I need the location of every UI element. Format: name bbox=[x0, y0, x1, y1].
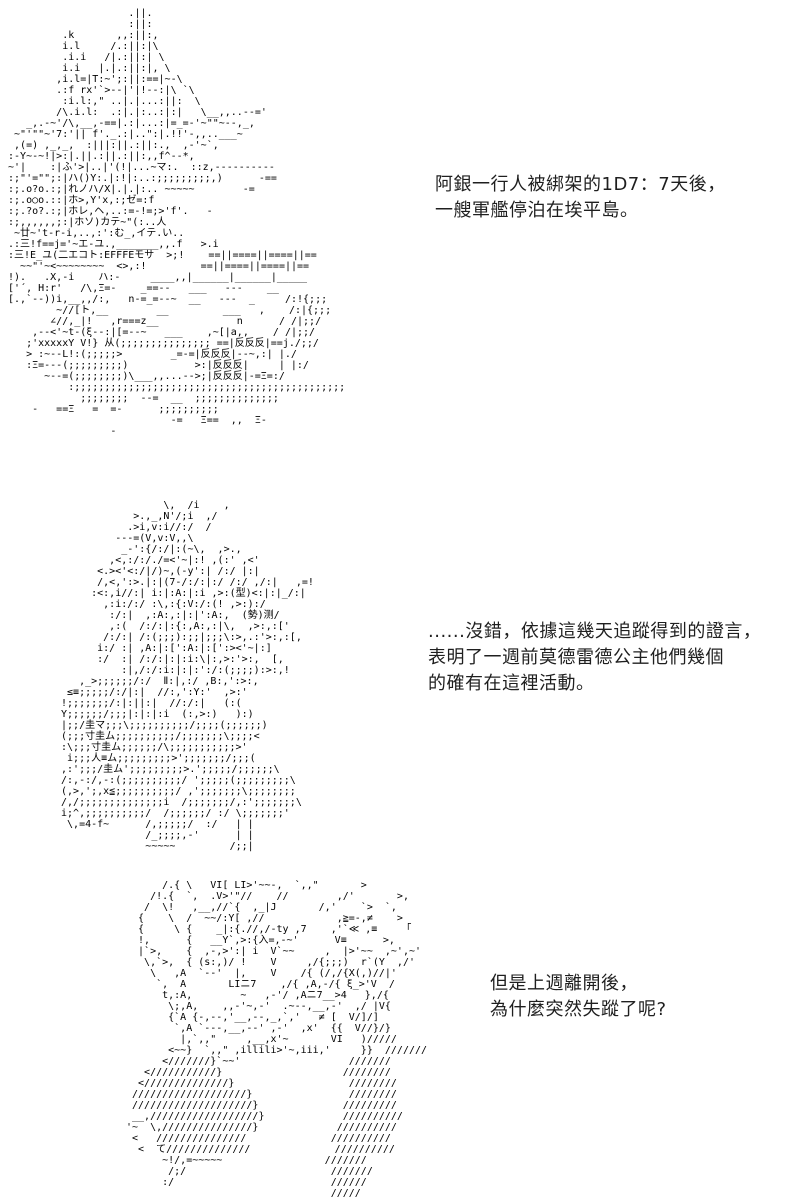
narration-caption-1: 阿銀一行人被綁架的1D7：7天後， 一艘軍艦停泊在埃平島。 bbox=[435, 174, 726, 221]
ascii-art-closeup-character: /.{ \ VI[ LI>'~~-, `,," > /!.{ `, .V>'"/… bbox=[126, 880, 428, 1199]
ascii-art-warship-scene: .||. :||: .k ,,:||:, i.l /.:||:|\ .i.i /… bbox=[8, 8, 346, 437]
ascii-art-knight-character: \, /i , >.,_,N'/;i ,/ .>i,v:i//:/ / ---=… bbox=[61, 500, 314, 852]
narration-caption-2: ......沒錯，依據這幾天追蹤得到的證言， 表明了一週前莫德雷德公主他們幾個 … bbox=[428, 621, 762, 694]
narration-caption-3: 但是上週離開後， 為什麼突然失蹤了呢? bbox=[490, 973, 667, 1020]
